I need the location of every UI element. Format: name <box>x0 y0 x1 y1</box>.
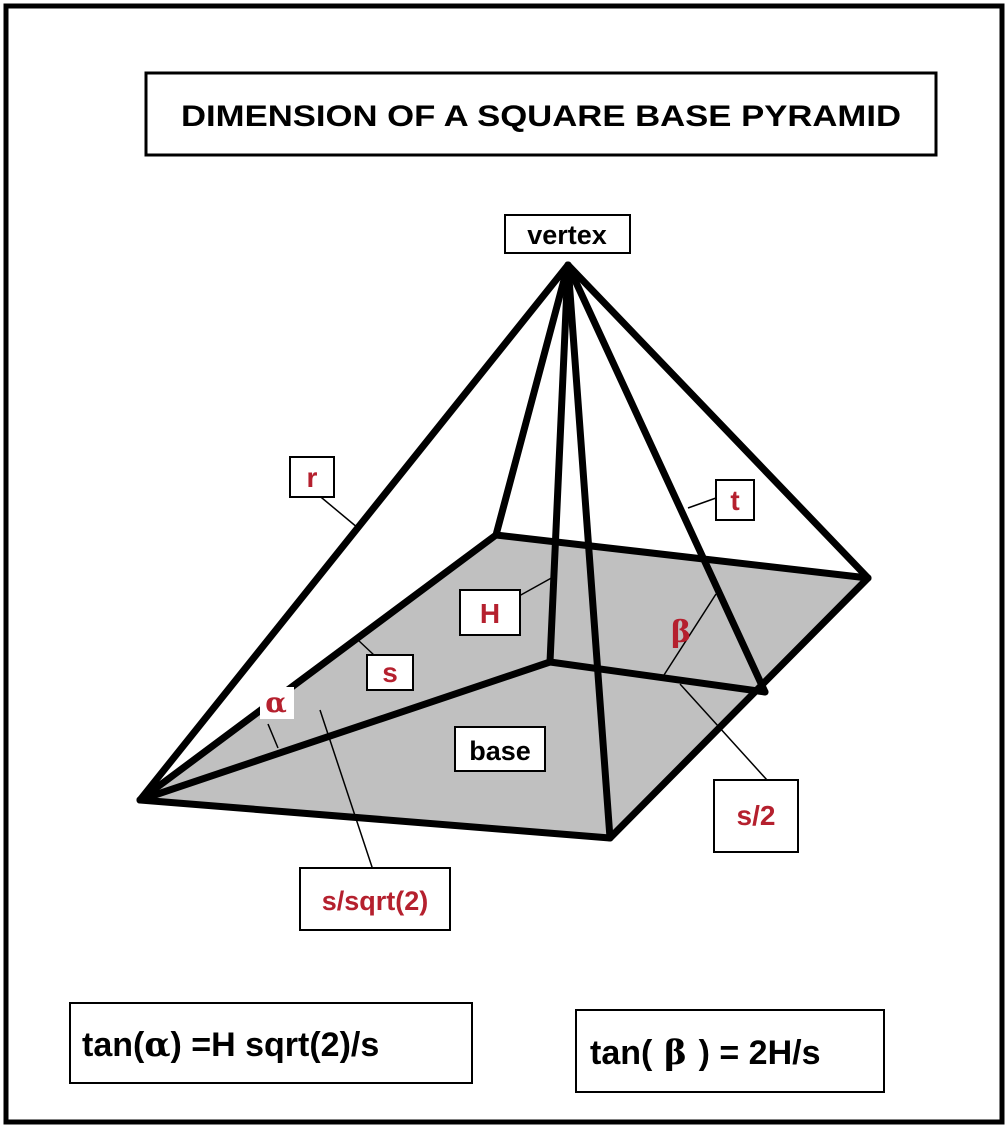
tan-alpha-prefix: tan( <box>82 1026 145 1064</box>
base-edge-front-right <box>606 574 872 842</box>
base-edge-front-left <box>136 796 614 842</box>
alpha-label: α <box>265 686 287 719</box>
vertex-label-box <box>504 214 631 254</box>
t-label-box <box>715 479 755 521</box>
title-box <box>144 71 938 157</box>
leader-beta <box>663 593 717 676</box>
tan-alpha-suffix: ) =H sqrt(2)/s <box>171 1026 380 1064</box>
tan-beta-formula-box <box>575 1009 885 1093</box>
H-label: H <box>480 598 500 629</box>
tan-alpha-formula-box <box>69 1002 473 1084</box>
tan-beta-angle: β <box>652 1033 698 1073</box>
leader-alpha <box>267 723 279 749</box>
s-label: s <box>382 657 398 688</box>
s-label-box <box>366 654 414 691</box>
leader-t <box>687 497 717 509</box>
leader-s <box>357 639 376 657</box>
s-sqrt2-label-box <box>299 867 451 931</box>
edge-back <box>492 261 572 539</box>
half-side-line <box>546 658 769 696</box>
tan-beta-formula: tan( β ) = 2H/s <box>590 1033 820 1073</box>
diagram-title: DIMENSION OF A SQUARE BASE PYRAMID <box>181 100 901 133</box>
leader-s-sqrt2 <box>319 709 374 871</box>
edge-r <box>136 261 572 804</box>
leader-lines <box>267 492 768 871</box>
outer-frame <box>3 3 1005 1125</box>
leader-r <box>315 492 359 529</box>
alpha-label-box <box>260 687 294 719</box>
s-half-label: s/2 <box>737 800 776 831</box>
t-label: t <box>730 485 739 516</box>
edge-t <box>564 261 872 582</box>
H-label-box <box>459 589 521 636</box>
base-plane <box>140 535 868 838</box>
s-sqrt2-label: s/sqrt(2) <box>322 886 429 916</box>
base-edge-back-left <box>136 531 500 804</box>
tan-alpha-angle: α <box>144 1025 170 1065</box>
beta-label: β <box>671 615 691 650</box>
slant-height-line <box>564 261 769 696</box>
height-line <box>546 261 572 666</box>
leader-H <box>518 575 556 597</box>
r-label-box <box>289 456 335 498</box>
tan-alpha-formula: tan(α) =H sqrt(2)/s <box>82 1025 379 1065</box>
base-label: base <box>469 736 531 766</box>
half-diagonal-line <box>136 658 554 804</box>
vertex-label: vertex <box>527 220 607 250</box>
tan-beta-prefix: tan( <box>590 1034 653 1072</box>
edge-front <box>564 261 614 842</box>
s-half-label-box <box>713 779 799 853</box>
leader-s-half <box>679 683 768 781</box>
base-edges <box>136 531 872 842</box>
tan-beta-suffix: ) = 2H/s <box>699 1034 821 1072</box>
pyramid-edges <box>136 261 872 842</box>
base-label-box <box>454 726 546 772</box>
r-label: r <box>307 462 318 493</box>
